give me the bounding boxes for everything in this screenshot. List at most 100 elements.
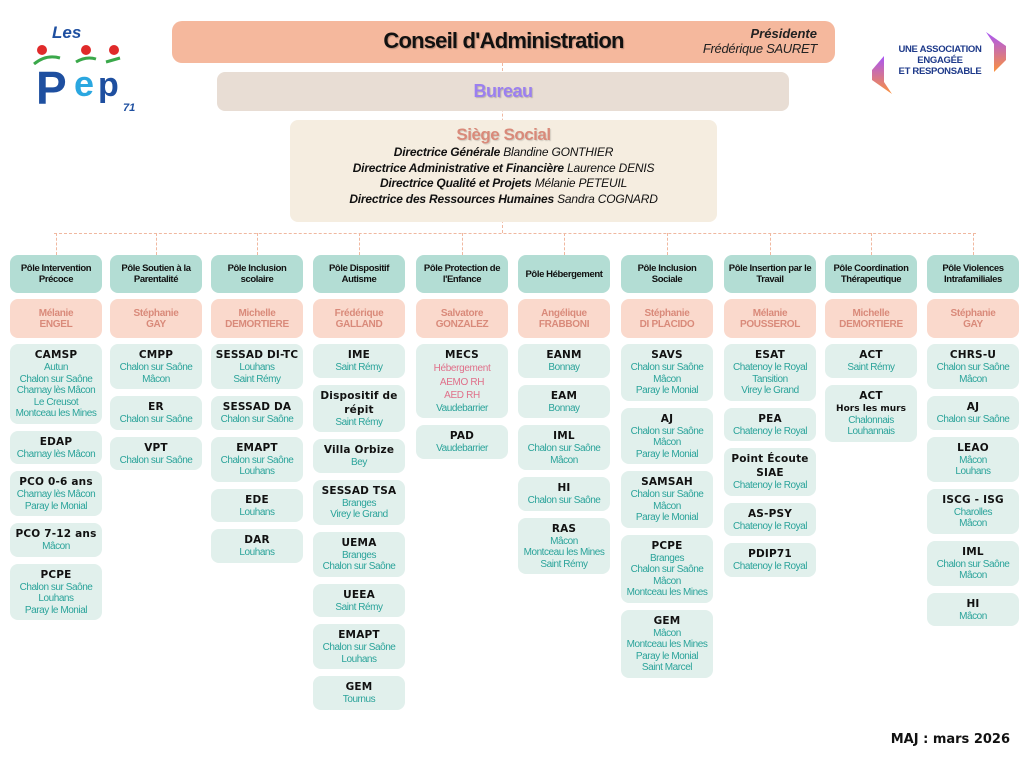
service-location: Charnay lès Mâcon — [16, 385, 96, 396]
service-location: Bonnay — [548, 402, 580, 414]
service-location: Mâcon — [653, 627, 681, 639]
service-name: PCO 7-12 ans — [15, 528, 97, 540]
director-first-name: Stéphanie — [644, 307, 690, 319]
connector-tick — [56, 233, 57, 255]
president: Présidente Frédérique SAURET — [703, 26, 817, 56]
service-name: GEM — [345, 681, 373, 693]
service-name: SESSAD TSA — [321, 484, 397, 497]
association-engagee-badge: UNE ASSOCIATION ENGAGÉE ET RESPONSABLE — [870, 30, 1010, 96]
service-location: Paray le Monial — [24, 500, 88, 512]
service-name: AJ — [660, 412, 674, 425]
director-first-name: Mélanie — [752, 307, 788, 319]
connector-tick — [871, 233, 872, 255]
director-first-name: Salvatore — [440, 307, 484, 319]
director-first-name: Stéphanie — [133, 307, 179, 319]
service-name: IML — [553, 430, 575, 442]
service-location: Vaudebarrier — [436, 443, 488, 454]
director-last-name: DI PLACIDO — [639, 318, 695, 330]
service-location: Louhans — [239, 466, 275, 477]
connector-tick — [156, 233, 157, 255]
pole-header: Pôle Inclusion scolaire — [211, 255, 303, 293]
service-location: Chalon sur Saône — [527, 495, 601, 506]
service-name: ISCG - ISG — [942, 493, 1004, 506]
service-name: PAD — [449, 430, 475, 442]
service-location: Chatenoy le Royal — [732, 480, 808, 491]
service-name: UEEA — [343, 588, 375, 601]
service-location: Vaudebarrier — [436, 402, 488, 414]
director-role: Directrice Générale — [393, 145, 501, 159]
service-name: AS-PSY — [747, 507, 793, 520]
badge-line: ENGAGÉE — [917, 55, 963, 66]
service-location: Chalon sur Saône — [322, 561, 396, 572]
service-name: CMPP — [138, 349, 174, 361]
service-name: MECS — [445, 349, 479, 361]
service-location: Chalon sur Saône — [527, 443, 601, 454]
service-name: RAS — [551, 522, 577, 535]
service-location: Le Creusot — [33, 396, 79, 408]
service-location: Chalon sur Saône — [936, 558, 1010, 570]
pole-header: Pôle Protection de l'Enfance — [416, 255, 508, 293]
director-line: Directrice Qualité et Projets Mélanie PE… — [290, 176, 717, 192]
svg-text:P: P — [36, 62, 67, 113]
service-name: EMAPT — [236, 441, 278, 454]
service-name: GEM — [653, 614, 681, 627]
director-name: Sandra COGNARD — [557, 191, 658, 206]
service-name: HI — [966, 597, 980, 610]
svg-text:Les: Les — [52, 23, 81, 42]
director-name: Blandine GONTHIER — [503, 145, 614, 159]
service-name: PCPE — [40, 568, 72, 581]
pole-header: Pôle Soutien à la Parentalité — [110, 255, 202, 293]
service-name: Dispositif de répit — [320, 389, 398, 416]
president-role: Présidente — [750, 26, 817, 41]
service-location: Saint Rémy — [335, 362, 383, 373]
service-location: Mâcon — [653, 437, 681, 448]
service-location: Virey le Grand — [330, 509, 388, 520]
service-location: Chatenoy le Royal — [732, 520, 808, 532]
service-location: Paray le Monial — [635, 512, 699, 523]
director-last-name: DEMORTIERE — [839, 318, 903, 330]
service-location: Montceau les Mines — [626, 587, 708, 598]
service-name: PDIP71 — [748, 548, 792, 560]
director-last-name: GONZALEZ — [435, 318, 489, 330]
director-last-name: DEMORTIERE — [225, 318, 289, 330]
siege-social-box: Siège Social Directrice Générale Blandin… — [290, 120, 717, 222]
service-location: Mâcon — [959, 570, 987, 581]
service-location: Montceau les Mines — [15, 408, 97, 419]
service-location: Mâcon — [959, 518, 987, 529]
service-location: Autun — [44, 362, 68, 373]
director-name: Laurence DENIS — [567, 160, 655, 175]
service-location: Branges — [341, 549, 377, 561]
director-role: Directrice des Ressources Humaines — [349, 191, 554, 206]
connector-tick — [257, 233, 258, 255]
connector-line — [54, 233, 976, 234]
connector-tick — [973, 233, 974, 255]
service-name: PEA — [758, 412, 782, 425]
service-location: Mâcon — [142, 373, 170, 385]
service-subtitle: Hors les murs — [836, 403, 906, 414]
service-location: Mâcon — [959, 373, 987, 385]
service-name: PCPE — [651, 539, 683, 552]
service-name: HI — [557, 482, 571, 494]
service-name: Villa Orbize — [323, 444, 395, 456]
